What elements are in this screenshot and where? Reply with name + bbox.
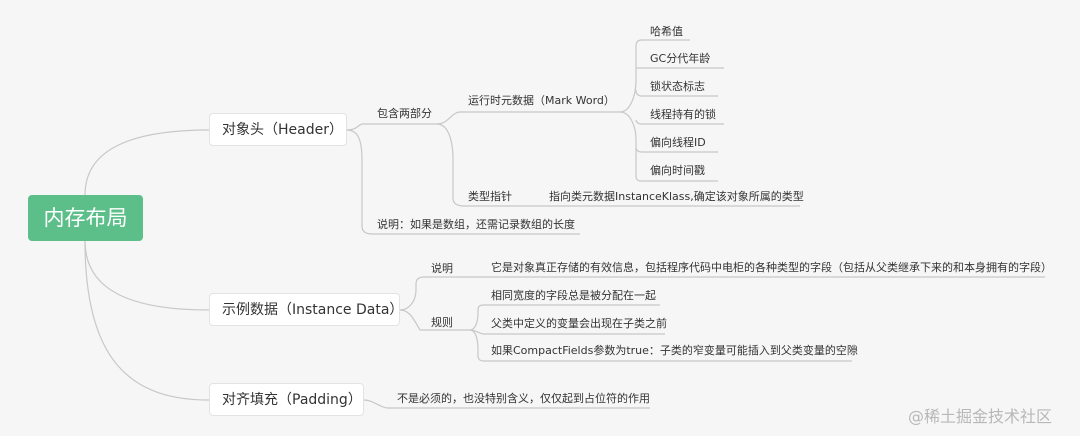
node-rule-2[interactable]: 父类中定义的变量会出现在子类之前 xyxy=(491,317,667,330)
node-hash-value[interactable]: 哈希值 xyxy=(650,25,683,38)
node-mark-word[interactable]: 运行时元数据（Mark Word） xyxy=(468,94,615,107)
node-klass-desc[interactable]: 指向类元数据InstanceKlass,确定该对象所属的类型 xyxy=(549,190,804,203)
node-header[interactable]: 对象头（Header） xyxy=(209,113,347,146)
node-thread-lock[interactable]: 线程持有的锁 xyxy=(650,108,716,121)
node-instance-desc-label[interactable]: 说明 xyxy=(431,262,453,275)
node-padding-desc[interactable]: 不是必须的，也没特别含义，仅仅起到占位符的作用 xyxy=(397,392,650,405)
node-biased-timestamp[interactable]: 偏向时间戳 xyxy=(650,164,705,177)
node-gc-age[interactable]: GC分代年龄 xyxy=(650,52,711,65)
node-instance-data[interactable]: 示例数据（Instance Data） xyxy=(209,293,403,326)
node-lock-status[interactable]: 锁状态标志 xyxy=(650,80,705,93)
node-rules-label[interactable]: 规则 xyxy=(431,316,453,329)
root-node[interactable]: 内存布局 xyxy=(28,195,143,241)
node-contains-two-parts[interactable]: 包含两部分 xyxy=(377,107,432,120)
node-array-note[interactable]: 说明：如果是数组，还需记录数组的长度 xyxy=(377,218,575,231)
node-rule-1[interactable]: 相同宽度的字段总是被分配在一起 xyxy=(491,289,656,302)
node-instance-desc[interactable]: 它是对象真正存储的有效信息，包括程序代码中电柜的各种类型的字段（包括从父类继承下… xyxy=(491,261,1052,274)
node-padding[interactable]: 对齐填充（Padding） xyxy=(209,383,364,416)
node-rule-3[interactable]: 如果CompactFields参数为true：子类的窄变量可能插入到父类变量的空… xyxy=(491,344,858,357)
watermark: @稀土掘金技术社区 xyxy=(908,407,1053,426)
node-biased-thread-id[interactable]: 偏向线程ID xyxy=(650,136,706,149)
node-klass-pointer[interactable]: 类型指针 xyxy=(468,190,512,203)
